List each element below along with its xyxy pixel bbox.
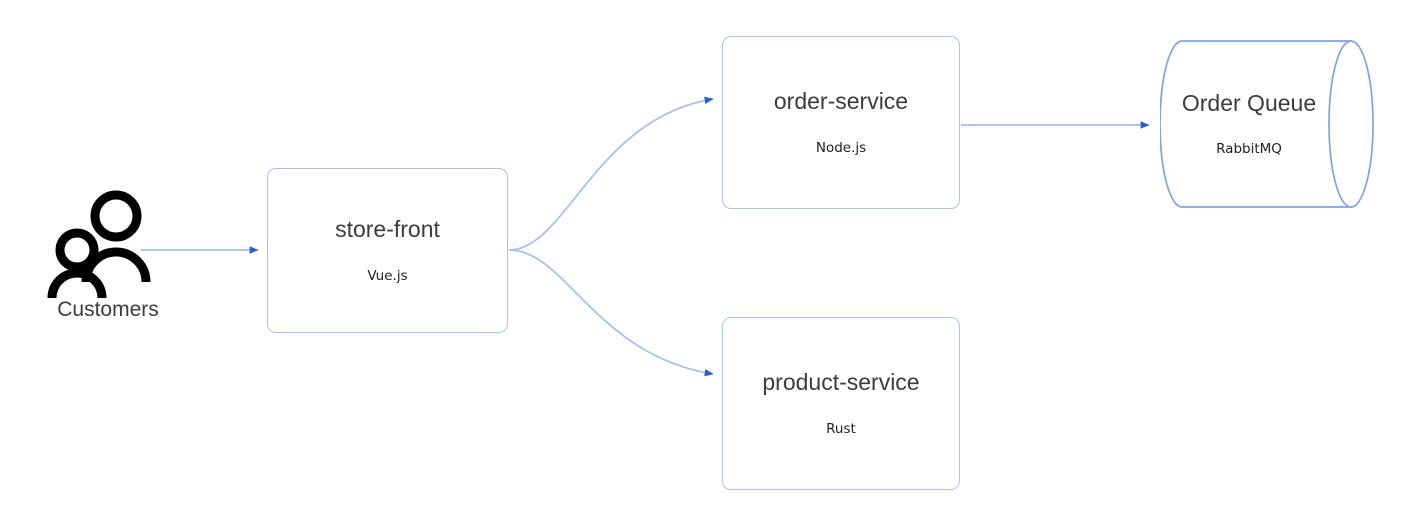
two-people-icon — [47, 190, 151, 298]
node-order-service-subtitle: Node.js — [815, 140, 867, 157]
node-product-service[interactable]: product-service Rust — [722, 317, 960, 490]
node-product-service-title: product-service — [762, 368, 920, 395]
node-order-queue[interactable]: Order Queue RabbitMQ — [1160, 38, 1374, 210]
node-order-queue-labels: Order Queue RabbitMQ — [1160, 38, 1338, 210]
connector-store-front-to-order-service — [508, 96, 714, 251]
node-order-queue-title: Order Queue — [1181, 90, 1317, 117]
connector-store-front-to-product-service — [508, 249, 714, 377]
node-product-service-subtitle: Rust — [826, 421, 856, 438]
node-order-service[interactable]: order-service Node.js — [722, 36, 960, 209]
cylinder-shape-icon — [1160, 40, 1374, 208]
node-order-service-title: order-service — [773, 87, 909, 114]
node-store-front-subtitle: Vue.js — [367, 268, 408, 285]
node-store-front-title: store-front — [335, 215, 440, 242]
actor-customers[interactable]: Customers — [38, 190, 178, 335]
actor-customers-label: Customers — [57, 298, 159, 321]
node-store-front[interactable]: store-front Vue.js — [267, 168, 508, 333]
node-order-queue-subtitle: RabbitMQ — [1216, 140, 1282, 157]
